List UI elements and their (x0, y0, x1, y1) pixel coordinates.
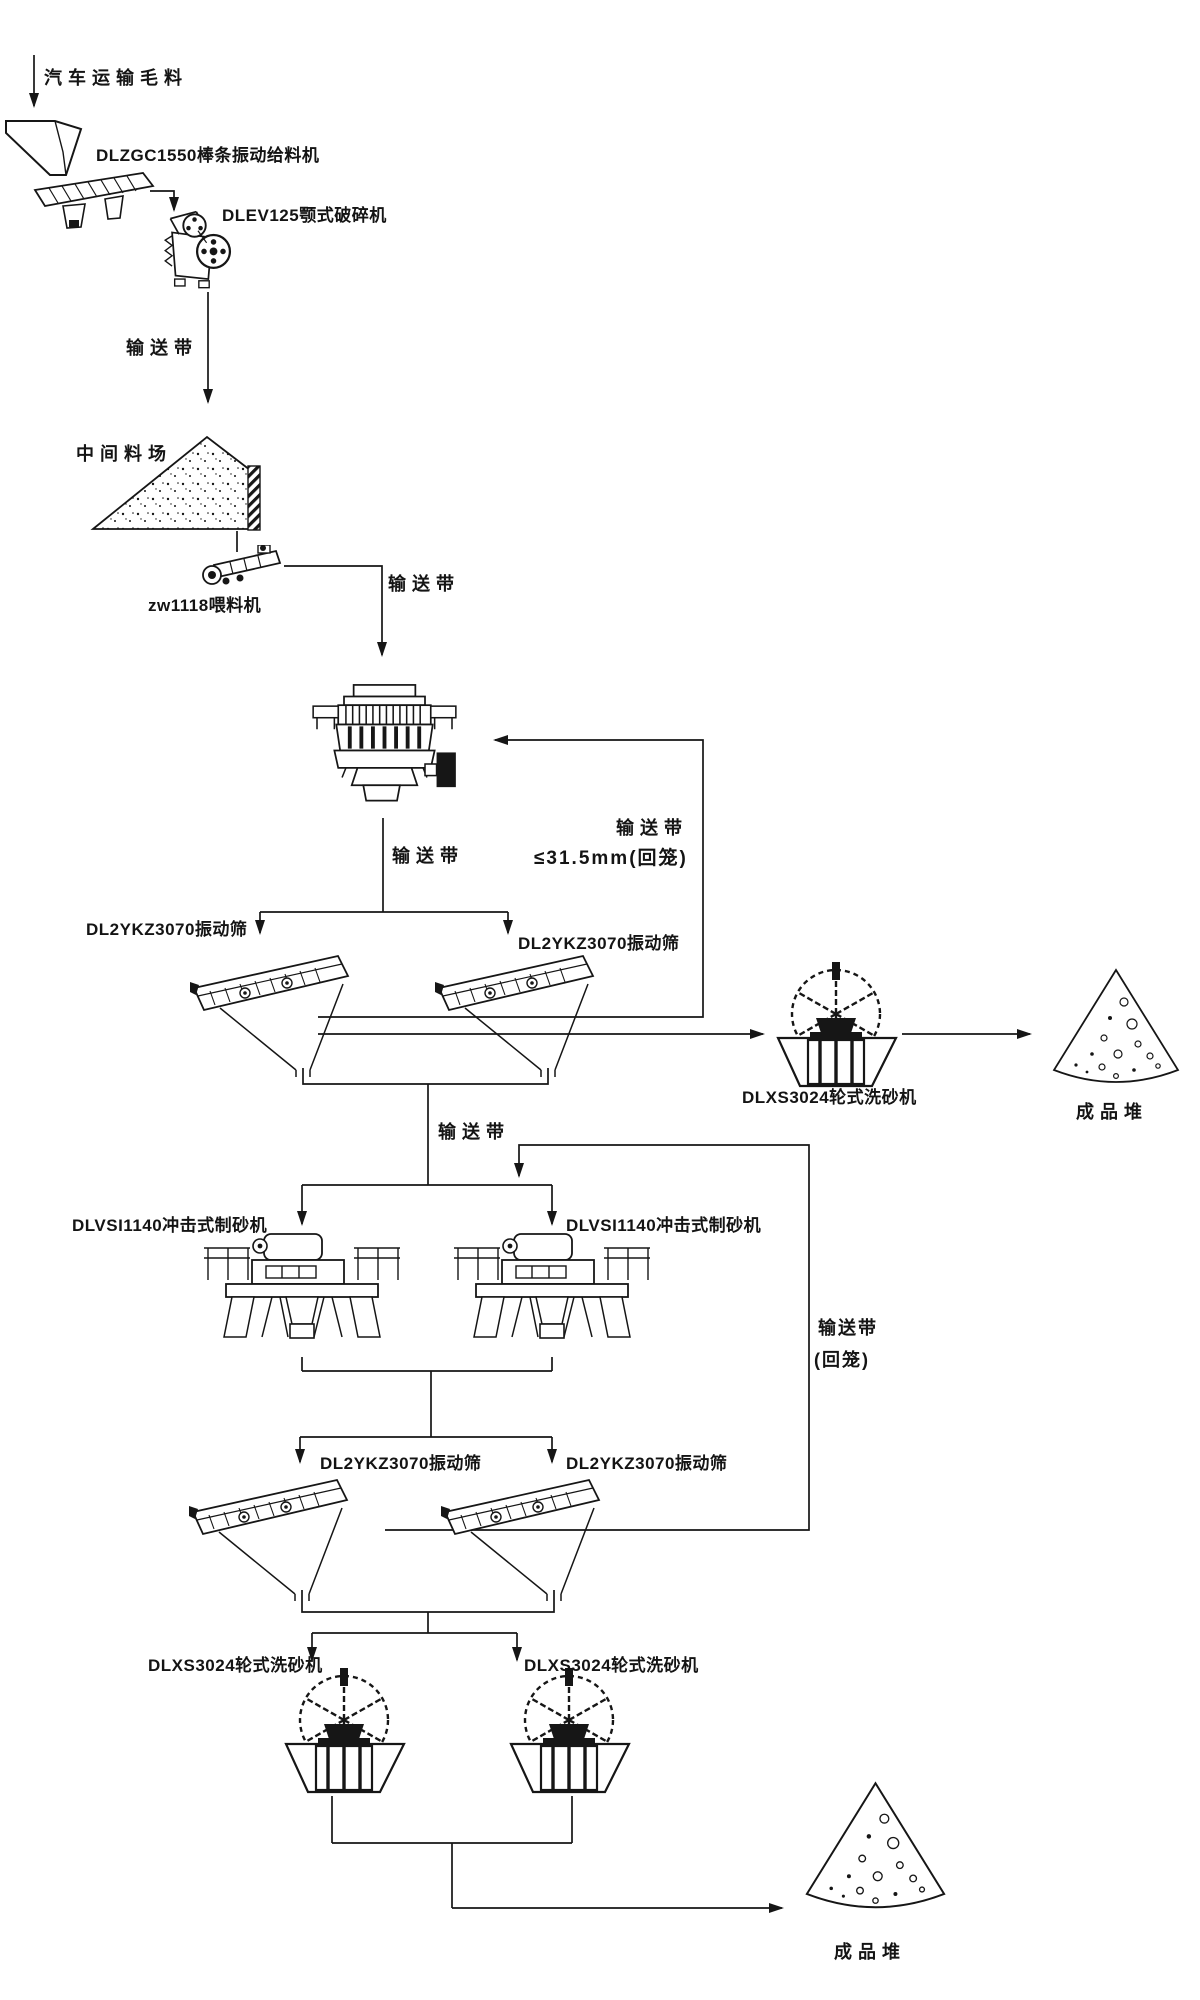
label-stockpile: 中间料场 (76, 444, 172, 464)
edge-feeder-to-jaw (150, 190, 179, 212)
zw-feeder-icon (202, 545, 281, 586)
label-conveyor-2: 输送带 (388, 574, 460, 594)
edge-zwfeeder-to-cone (284, 565, 387, 657)
sand-washer-a-icon (284, 1668, 406, 1794)
vsi-sand-maker-a-icon (203, 1233, 401, 1339)
label-return-vsi-1: 输送带 (818, 1318, 878, 1338)
connector-lines (29, 55, 1032, 1913)
label-conveyor-4: 输送带 (438, 1122, 510, 1142)
feed-hopper-icon (5, 120, 82, 176)
label-return-cone-1: 输送带 (616, 818, 688, 838)
edge-return-to-vsi (385, 1144, 810, 1531)
stockpile-icon (90, 435, 261, 531)
edge-return-to-cone (318, 735, 704, 1018)
label-conveyor-1: 输送带 (126, 338, 198, 358)
edge-collector-vsi (301, 1357, 553, 1437)
edge-collector2 (301, 1590, 555, 1633)
label-screen-2b: DL2YKZ3070振动筛 (566, 1454, 728, 1473)
edge-collector1 (302, 1068, 549, 1085)
label-conveyor-3: 输送带 (392, 846, 464, 866)
label-return-vsi-2: (回笼) (814, 1350, 870, 1370)
label-zw-feeder: zw1118喂料机 (148, 596, 262, 615)
label-top-feed: 汽车运输毛料 (44, 68, 188, 88)
cone-crusher-icon (311, 683, 458, 803)
vsi-sand-maker-b-icon (453, 1233, 651, 1339)
label-bar-feeder: DLZGC1550棒条振动给料机 (96, 146, 320, 165)
label-sand-maker-a: DLVSI1140冲击式制砂机 (72, 1216, 268, 1235)
label-washer-a: DLXS3024轮式洗砂机 (148, 1656, 323, 1675)
bar-feeder-icon (34, 172, 154, 229)
label-sand-maker-b: DLVSI1140冲击式制砂机 (566, 1216, 762, 1235)
edge-collector3 (331, 1796, 573, 1908)
label-screen-1b: DL2YKZ3070振动筛 (518, 934, 680, 953)
label-pile-right: 成品堆 (1076, 1102, 1148, 1122)
product-pile-bottom-icon (805, 1782, 946, 1909)
vibrating-screen-2a-icon (189, 1479, 348, 1602)
label-jaw-crusher: DLEV125颚式破碎机 (222, 206, 387, 225)
product-pile-right-icon (1053, 969, 1179, 1083)
label-washer-top: DLXS3024轮式洗砂机 (742, 1088, 917, 1107)
label-washer-b: DLXS3024轮式洗砂机 (524, 1656, 699, 1675)
label-screen-1a: DL2YKZ3070振动筛 (86, 920, 248, 939)
sand-washer-top-icon (776, 962, 898, 1088)
jaw-crusher-icon (164, 210, 232, 289)
label-pile-bottom: 成品堆 (834, 1942, 906, 1962)
sand-washer-b-icon (509, 1668, 631, 1794)
vibrating-screen-2b-icon (441, 1479, 600, 1602)
label-return-cone-2: ≤31.5mm(回笼) (534, 848, 688, 869)
label-screen-2a: DL2YKZ3070振动筛 (320, 1454, 482, 1473)
